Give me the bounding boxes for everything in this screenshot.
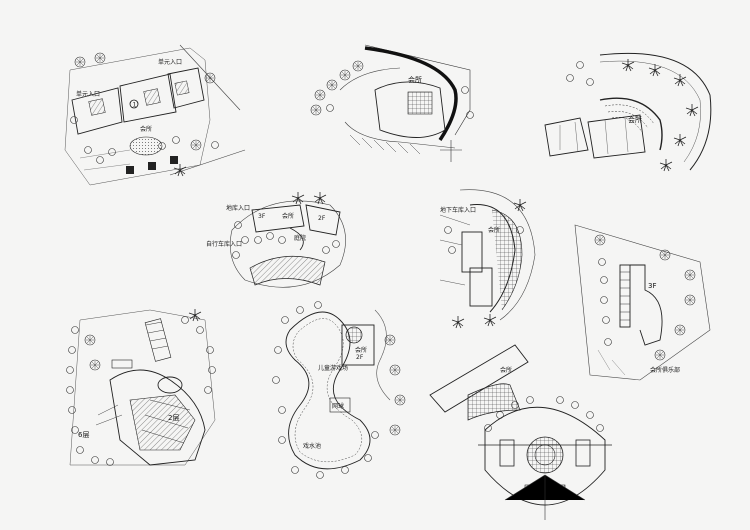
plan-3: 会所 xyxy=(544,52,712,172)
plan-4-yard: 庭院 xyxy=(294,234,306,242)
plan-1-club-label: 会所 xyxy=(140,125,152,133)
plan-6-floor: 3F xyxy=(648,282,656,290)
plan-2-club-label: 会所 xyxy=(408,75,422,84)
plan-8-floor: 2F xyxy=(356,354,364,361)
plan-5-entry: 地下车库入口 xyxy=(440,206,476,214)
plan-4-floor-b: 2F xyxy=(318,215,326,222)
plan-6-label: 会所俱乐部 xyxy=(650,366,680,374)
plan-8-club-label: 会所 xyxy=(355,346,367,354)
plan-4-bike-entry: 自行车库入口 xyxy=(206,240,242,248)
plan-1: 1 单元入口 单元入口 会所 xyxy=(64,44,246,186)
plan-5-club-label: 会所 xyxy=(488,226,500,234)
plan-4-floor-a: 3F xyxy=(258,213,266,220)
plan-1-code: 1 xyxy=(133,102,137,109)
plan-1-entry-a: 单元入口 xyxy=(158,58,182,66)
plan-4-club-label: 会所 xyxy=(282,212,294,220)
plan-7-floor-a: 6层 xyxy=(78,431,89,439)
plan-3-club-label: 会所 xyxy=(628,115,642,124)
plan-8-court: 网球 xyxy=(332,402,344,410)
plan-5: 地下车库入口 会所 xyxy=(439,189,536,329)
plan-7-floor-b: 2层 xyxy=(168,414,179,422)
plan-8-water: 戏水池 xyxy=(303,442,321,450)
plan-6: 3F 会所俱乐部 xyxy=(574,224,711,381)
plan-8: 会所 2F 儿童游戏场 网球 戏水池 xyxy=(272,301,406,479)
plan-1-entry-b: 单元入口 xyxy=(76,90,100,98)
plan-9: 会所 xyxy=(429,344,612,520)
plan-8-lawn: 儿童游戏场 xyxy=(318,364,348,372)
plan-2: 会所 xyxy=(310,44,474,162)
plan-9-club-label: 会所 xyxy=(500,366,512,374)
plan-4-entry-main: 地库入口 xyxy=(226,204,250,212)
plan-4: 地库入口 3F 会所 2F 庭院 自行车库入口 xyxy=(206,191,346,288)
plan-7: 2层 6层 xyxy=(66,308,216,466)
